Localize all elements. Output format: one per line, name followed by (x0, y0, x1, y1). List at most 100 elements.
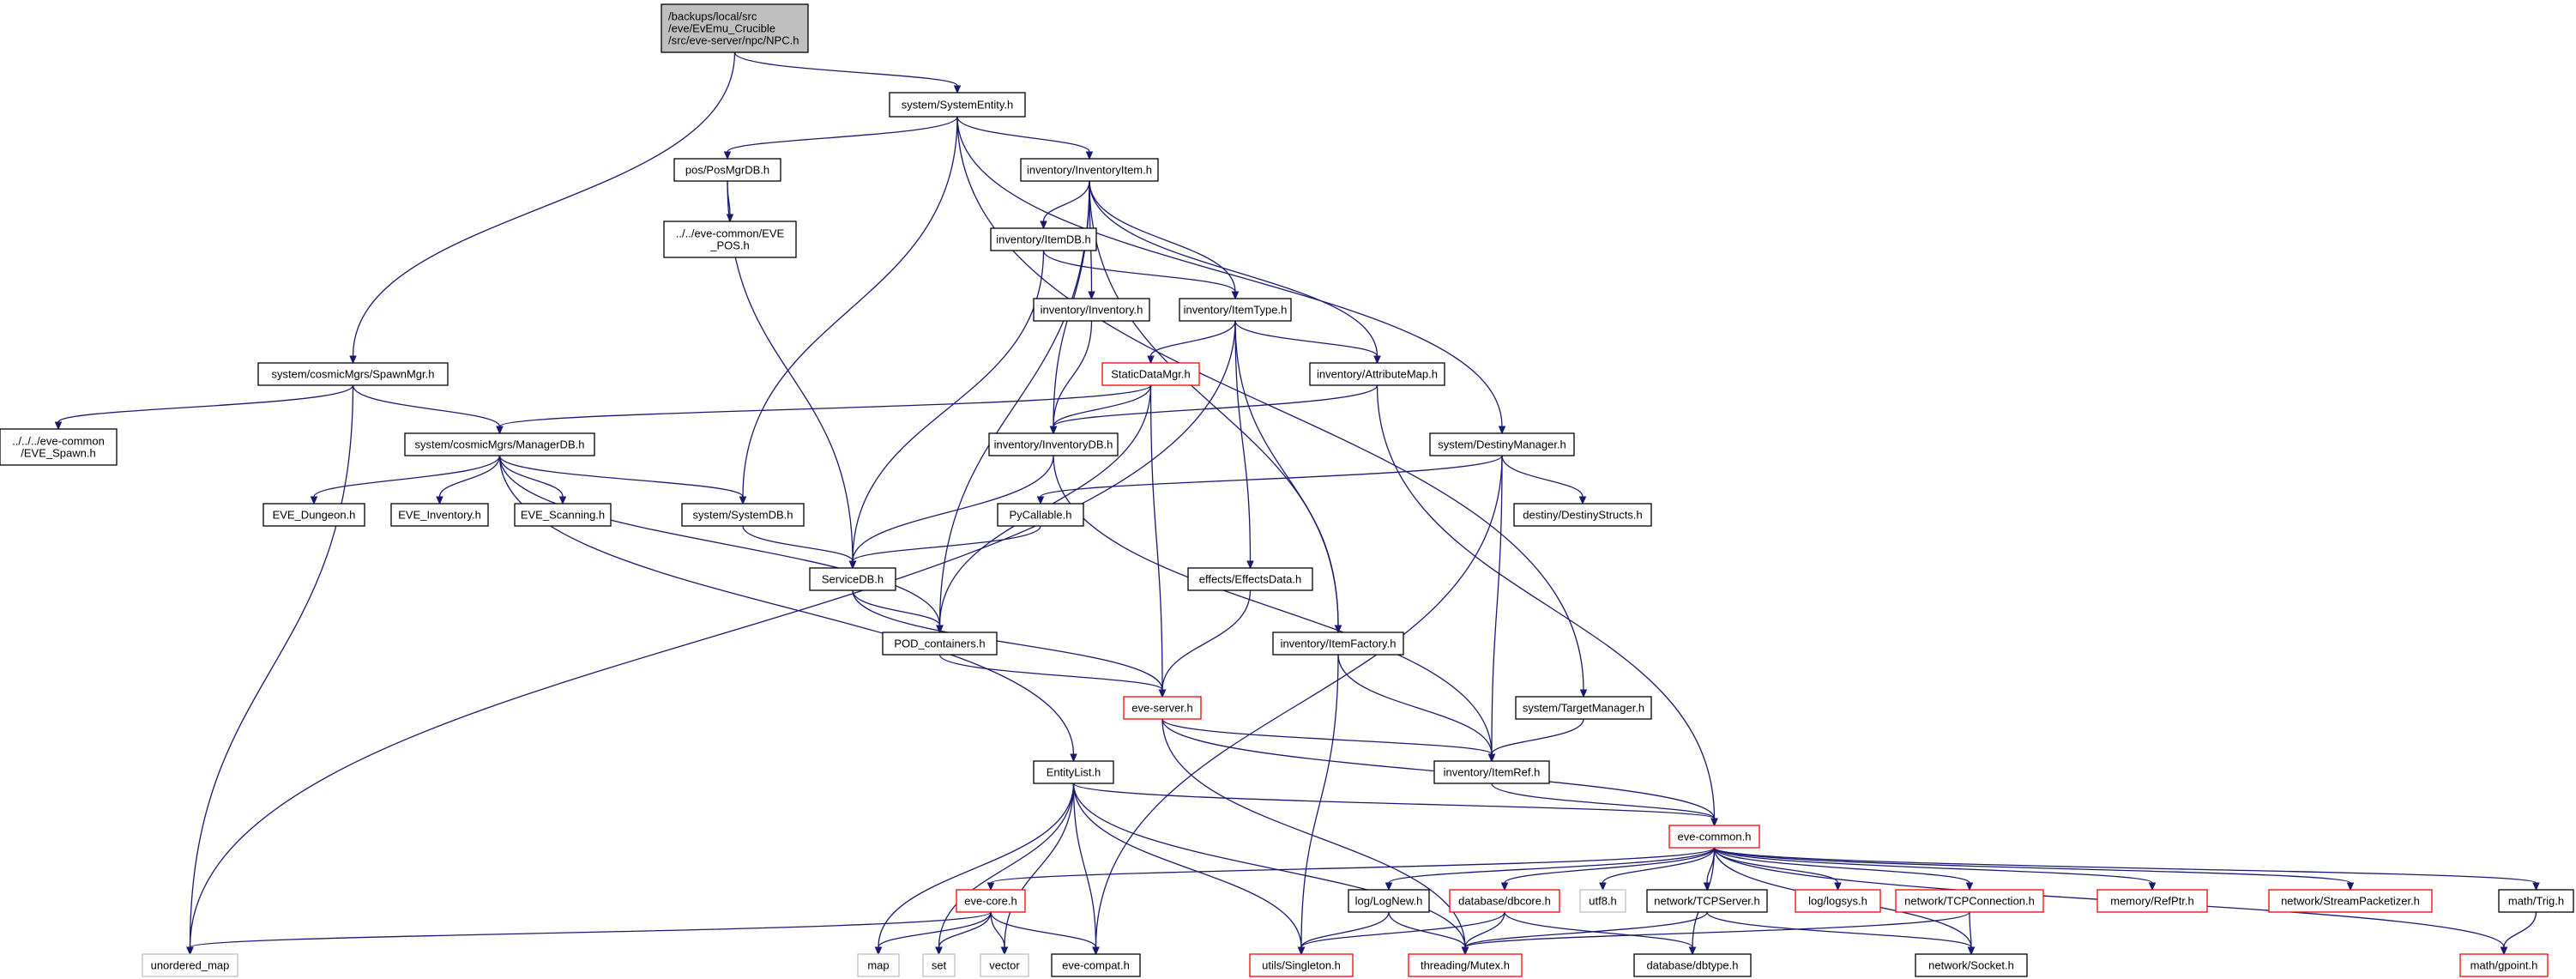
node-eve-common[interactable]: eve-common.h (1668, 825, 1760, 849)
node-destiny-structs[interactable]: destiny/DestinyStructs.h (1513, 503, 1652, 527)
node-socket[interactable]: network/Socket.h (1915, 953, 2028, 977)
node-box (0, 428, 118, 466)
edge-item_db-to-item_type (1042, 250, 1236, 293)
node-eve-dungeon[interactable]: EVE_Dungeon.h (262, 503, 365, 527)
edge-entity_list-to-singleton (1072, 783, 1302, 948)
node-label: system/SystemDB.h (692, 509, 793, 522)
node-eve-server[interactable]: eve-server.h (1123, 696, 1202, 720)
node-label: EVE_Inventory.h (398, 509, 481, 522)
node-unordered-map[interactable]: unordered_map (142, 953, 238, 977)
arrowhead-dbcore-to-singleton (1297, 946, 1306, 956)
node-manager-db[interactable]: system/cosmicMgrs/ManagerDB.h (404, 432, 595, 456)
node-eve-spawn[interactable]: ../../../eve-common/EVE_Spawn.h (0, 428, 118, 466)
arrowhead-manager_db-to-eve_dungeon (310, 496, 318, 505)
edge-spawn_mgr-to-unordered_map (189, 384, 354, 948)
node-dbtype[interactable]: database/dbtype.h (1633, 953, 1752, 977)
node-pod-containers[interactable]: POD_containers.h (882, 632, 998, 656)
node-ref-ptr[interactable]: memory/RefPtr.h (2096, 889, 2208, 913)
arrowhead-eve_common-to-tcp_connection (1965, 882, 1974, 891)
edge-dbcore-to-dbtype (1504, 911, 1693, 948)
node-eve-compat[interactable]: eve-compat.h (1051, 953, 1141, 977)
node-box (1179, 298, 1292, 322)
node-label: /eve/EvEmu_Crucible (668, 22, 775, 35)
node-static-data-mgr[interactable]: StaticDataMgr.h (1101, 362, 1200, 386)
edge-static_data_mgr-to-inventory_db (1053, 384, 1152, 427)
node-spawn-mgr[interactable]: system/cosmicMgrs/SpawnMgr.h (257, 362, 449, 386)
node-label: system/TargetManager.h (1523, 702, 1644, 715)
node-box (922, 953, 956, 977)
node-box (1579, 889, 1626, 913)
node-label: inventory/ItemFactory.h (1281, 638, 1397, 650)
node-utf8[interactable]: utf8.h (1579, 889, 1626, 913)
node-target-manager[interactable]: system/TargetManager.h (1515, 696, 1652, 720)
arrowhead-item_ref-to-eve_common (1710, 818, 1718, 827)
node-label: EVE_Dungeon.h (273, 509, 356, 522)
node-system-db[interactable]: system/SystemDB.h (681, 503, 805, 527)
node-eve-pos[interactable]: ../../eve-common/EVE_POS.h (663, 221, 797, 258)
node-inventory-item[interactable]: inventory/InventoryItem.h (1020, 158, 1159, 182)
node-label: log/logsys.h (1808, 895, 1867, 908)
node-eve-core[interactable]: eve-core.h (956, 889, 1026, 913)
arrowhead-eve_core-to-unordered_map (186, 946, 194, 956)
node-singleton[interactable]: utils/Singleton.h (1249, 953, 1354, 977)
node-stream-packetizer[interactable]: network/StreamPacketizer.h (2268, 889, 2433, 913)
edge-system_entity-to-destiny_manager (956, 116, 1503, 427)
node-box (1449, 889, 1560, 913)
node-attribute-map[interactable]: inventory/AttributeMap.h (1309, 362, 1445, 386)
node-box (990, 227, 1097, 251)
edge-entity_list-to-map (878, 783, 1075, 948)
node-box (1433, 760, 1550, 784)
edge-destiny_manager-to-pycallable (1040, 455, 1503, 498)
edge-eve_server-to-item_ref (1161, 718, 1493, 755)
node-entity-list[interactable]: EntityList.h (1033, 760, 1114, 784)
node-map[interactable]: map (857, 953, 900, 977)
edge-eve_core-to-unordered_map (189, 911, 992, 948)
node-set[interactable]: set (922, 953, 956, 977)
edge-tcp_server-to-socket (1706, 911, 1972, 948)
node-inventory-db[interactable]: inventory/InventoryDB.h (988, 432, 1119, 456)
edge-item_factory-to-singleton (1300, 654, 1339, 948)
arrowhead-target_manager-to-item_ref (1487, 753, 1496, 763)
node-pycallable[interactable]: PyCallable.h (997, 503, 1084, 527)
node-box (404, 432, 595, 456)
node-box (889, 92, 1026, 118)
edge-npc-to-spawn_mgr (352, 51, 736, 357)
node-pos-mgr-db[interactable]: pos/PosMgrDB.h (673, 158, 781, 182)
node-box (2268, 889, 2433, 913)
arrowhead-destiny_manager-to-pycallable (1036, 496, 1045, 505)
node-service-db[interactable]: ServiceDB.h (809, 567, 896, 591)
node-eve-inventory[interactable]: EVE_Inventory.h (390, 503, 489, 527)
node-box (1513, 503, 1652, 527)
edge-destiny_manager-to-destiny_structs (1501, 455, 1584, 498)
node-trig[interactable]: math/Trig.h (2498, 889, 2574, 913)
edge-entity_list-to-set (938, 783, 1075, 948)
node-item-type[interactable]: inventory/ItemType.h (1179, 298, 1292, 322)
node-log-new[interactable]: log/LogNew.h (1348, 889, 1430, 913)
node-destiny-manager[interactable]: system/DestinyManager.h (1429, 432, 1575, 456)
node-label: eve-compat.h (1062, 959, 1130, 972)
node-system-entity[interactable]: system/SystemEntity.h (889, 92, 1026, 118)
node-eve-scanning[interactable]: EVE_Scanning.h (514, 503, 612, 527)
node-label: utf8.h (1589, 895, 1617, 908)
node-inventory[interactable]: inventory/Inventory.h (1033, 298, 1150, 322)
node-item-db[interactable]: inventory/ItemDB.h (990, 227, 1097, 251)
node-box (1646, 889, 1768, 913)
arrowhead-system_entity-to-inventory_item (1085, 151, 1094, 160)
edge-tcp_server-to-mutex (1464, 911, 1708, 948)
node-tcp-server[interactable]: network/TCPServer.h (1646, 889, 1768, 913)
edge-tcp_connection-to-mutex (1464, 911, 1970, 948)
edge-log_new-to-mutex (1388, 911, 1466, 948)
node-effects-data[interactable]: effects/EffectsData.h (1187, 567, 1313, 591)
node-box (882, 632, 998, 656)
node-gpoint[interactable]: math/gpoint.h (2459, 953, 2549, 977)
edge-inventory_item-to-item_factory (1089, 180, 1339, 626)
node-item-factory[interactable]: inventory/ItemFactory.h (1272, 632, 1404, 656)
node-dbcore[interactable]: database/dbcore.h (1449, 889, 1560, 913)
node-item-ref[interactable]: inventory/ItemRef.h (1433, 760, 1550, 784)
node-vector[interactable]: vector (980, 953, 1029, 977)
arrowhead-spawn_mgr-to-manager_db (496, 426, 504, 435)
node-tcp-connection[interactable]: network/TCPConnection.h (1895, 889, 2044, 913)
node-mutex[interactable]: threading/Mutex.h (1408, 953, 1523, 977)
node-logsys[interactable]: log/logsys.h (1795, 889, 1881, 913)
edge-static_data_mgr-to-manager_db (498, 384, 1152, 427)
